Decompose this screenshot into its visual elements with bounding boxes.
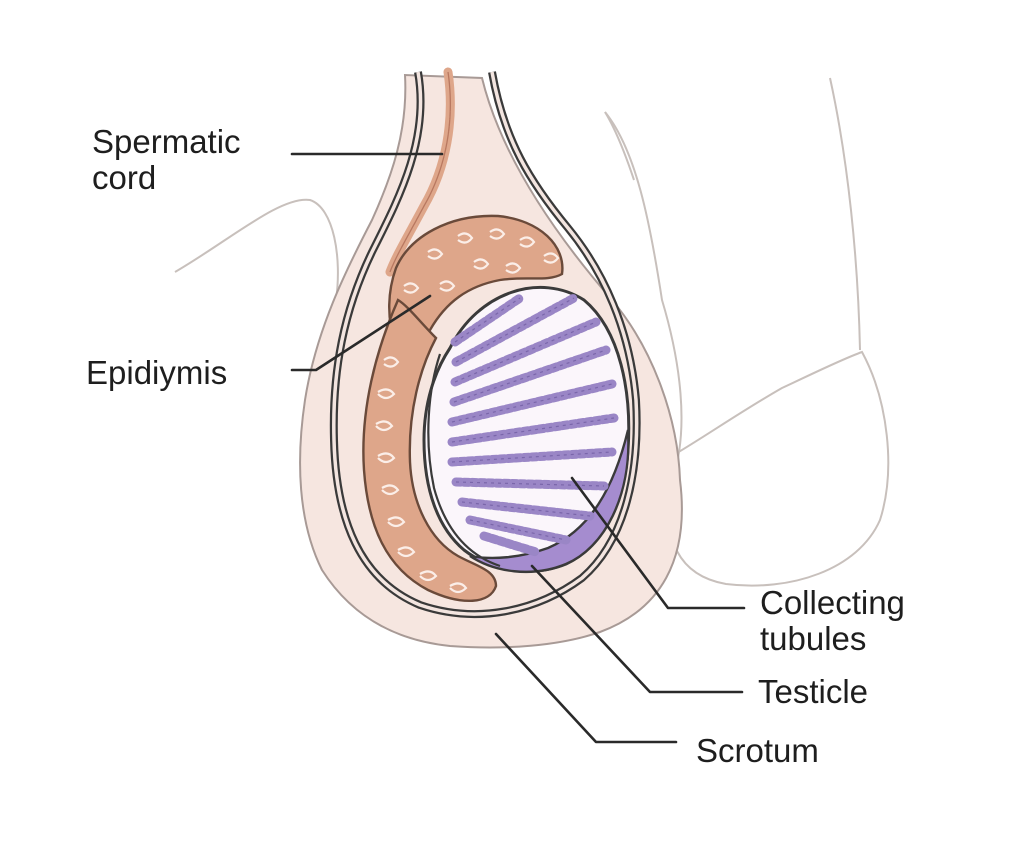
leader-lines — [290, 152, 746, 744]
label-epididymis: Epidiymis — [86, 354, 227, 391]
label-collecting-tubules-line-1: Collecting — [760, 584, 905, 621]
collecting-tubules — [447, 293, 619, 557]
left-thigh-outline — [174, 198, 339, 301]
leader-line-testicle — [530, 564, 744, 694]
penis-inner-outline — [604, 111, 635, 181]
label-spermatic-cord-line-2: cord — [92, 159, 156, 196]
outer-capsule-gap — [332, 71, 639, 616]
label-spermatic-cord: Spermatic cord — [92, 123, 250, 196]
tubule-lobule-detail — [451, 297, 615, 541]
label-testicle: Testicle — [758, 673, 868, 710]
body-outline — [174, 77, 890, 587]
label-epididymis-line-1: Epidiymis — [86, 354, 227, 391]
leader-line-collecting-tubules — [570, 476, 746, 610]
label-collecting-tubules-line-2: tubules — [760, 620, 866, 657]
label-scrotum: Scrotum — [696, 732, 819, 769]
label-collecting-tubules: Collecting tubules — [760, 584, 914, 657]
epididymis-coils — [375, 228, 560, 594]
spermatic-cord-outline — [389, 71, 451, 273]
labels: Spermatic cord Epidiymis Collecting tubu… — [86, 123, 914, 769]
label-spermatic-cord-line-1: Spermatic — [92, 123, 241, 160]
leader-line-epididymis — [290, 294, 432, 372]
penis-outline — [604, 111, 890, 587]
label-testicle-line-1: Testicle — [758, 673, 868, 710]
right-body-outline — [829, 77, 861, 351]
testicle-inner-border — [427, 353, 501, 568]
label-scrotum-line-1: Scrotum — [696, 732, 819, 769]
leader-line-scrotum — [494, 632, 678, 744]
